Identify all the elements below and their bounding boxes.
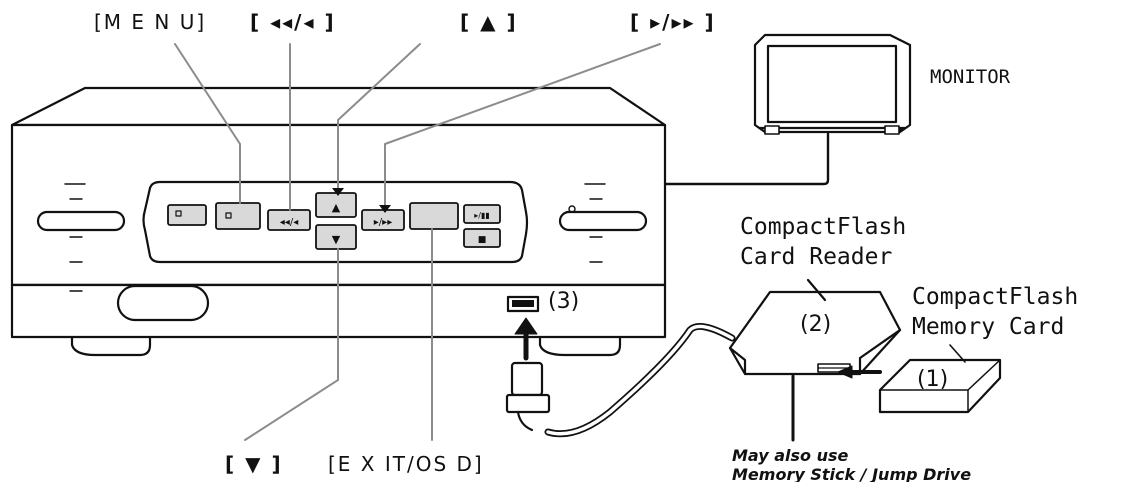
label-menu: [M E N U] bbox=[94, 10, 207, 34]
label-exit-osd: [E X IT/OS D] bbox=[328, 452, 484, 476]
memory-card bbox=[837, 344, 1002, 414]
label-down: [ ▼ ] bbox=[225, 452, 283, 476]
label-rewind: [ ◂◂/◂ ] bbox=[250, 10, 336, 34]
stop-glyph: ■ bbox=[478, 235, 487, 245]
monitor bbox=[663, 33, 912, 186]
label-card-reader-line2: Card Reader bbox=[740, 244, 893, 270]
note-line1: May also use bbox=[732, 446, 849, 465]
card-reader bbox=[728, 278, 902, 376]
play-pause-glyph: ▸/▮▮ bbox=[474, 211, 490, 220]
label-card-reader-line1: CompactFlash bbox=[740, 214, 907, 240]
label-card-reader: CompactFlash Card Reader bbox=[740, 212, 906, 272]
marker-3: (3) bbox=[548, 289, 580, 314]
marker-1: (1) bbox=[917, 367, 949, 392]
panel-glyphs: ◂◂/◂ ▲ ▼ ▸/▸▸ ▸/▮▮ ■ bbox=[280, 201, 490, 246]
callout-arrowheads bbox=[332, 188, 391, 213]
callout-lines bbox=[174, 43, 661, 441]
label-memory-card-line2: Memory Card bbox=[912, 314, 1065, 340]
down-glyph: ▼ bbox=[332, 233, 341, 246]
label-memory-card-line1: CompactFlash bbox=[912, 284, 1079, 310]
note-alternative-media: May also use Memory Stick / Jump Drive bbox=[732, 446, 971, 482]
up-glyph: ▲ bbox=[332, 201, 341, 214]
label-memory-card: CompactFlash Memory Card bbox=[912, 282, 1078, 342]
rewind-glyph: ◂◂/◂ bbox=[280, 217, 298, 228]
note-line2: Memory Stick / Jump Drive bbox=[732, 465, 972, 482]
label-monitor: MONITOR bbox=[930, 66, 1011, 88]
forward-glyph: ▸/▸▸ bbox=[374, 217, 392, 228]
label-up: [ ▲ ] bbox=[460, 10, 518, 34]
label-forward: [ ▸/▸▸ ] bbox=[630, 10, 716, 34]
usb-cable bbox=[505, 317, 736, 438]
marker-2: (2) bbox=[800, 312, 832, 337]
control-panel bbox=[142, 180, 529, 264]
